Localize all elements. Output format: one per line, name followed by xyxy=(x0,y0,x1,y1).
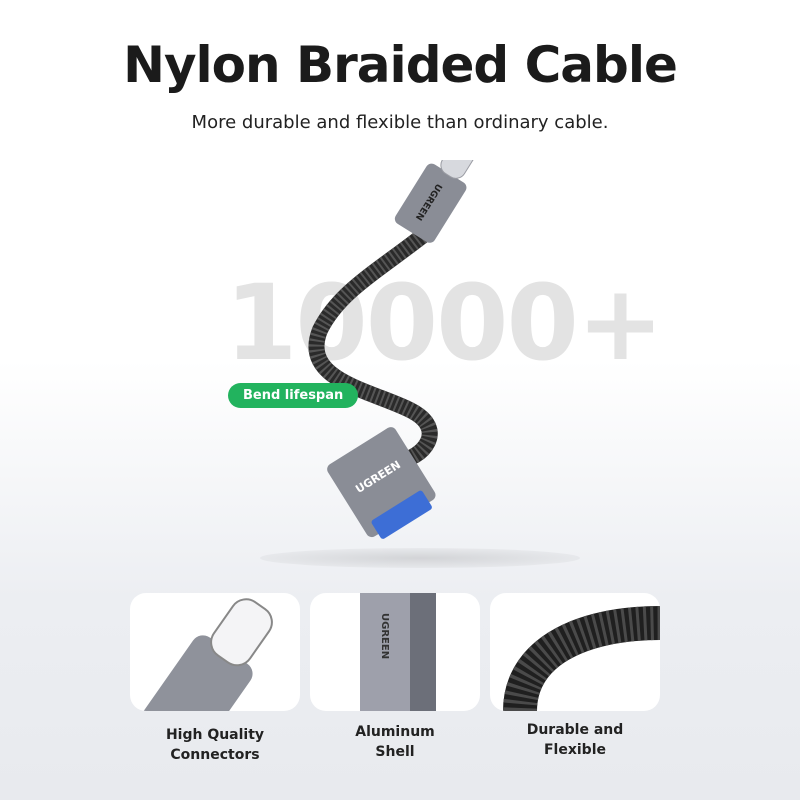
page-subtitle: More durable and flexible than ordinary … xyxy=(191,112,609,133)
caption-line: High Quality xyxy=(165,727,265,743)
usb-c-connector-icon xyxy=(141,598,273,711)
caption-line: Shell xyxy=(375,744,415,760)
bend-count: 10000+ xyxy=(225,262,664,384)
cable-product-image: UGREEN UGREEN xyxy=(308,160,479,539)
page-title: Nylon Braided Cable xyxy=(123,36,678,94)
caption-line: Durable and xyxy=(526,722,624,738)
feature-card-braid xyxy=(490,593,660,711)
aluminum-shell-icon: UGREEN xyxy=(360,593,436,711)
caption-line: Flexible xyxy=(543,742,606,758)
product-shadow xyxy=(260,548,580,568)
svg-text:UGREEN: UGREEN xyxy=(379,613,390,659)
caption-line: Aluminum xyxy=(355,724,435,740)
caption-line: Connectors xyxy=(170,747,260,763)
feature-card-shell: UGREEN xyxy=(310,593,480,711)
bend-lifespan-badge: Bend lifespan xyxy=(228,383,359,408)
braided-cable-icon xyxy=(503,606,660,711)
feature-card-connectors xyxy=(130,593,300,711)
